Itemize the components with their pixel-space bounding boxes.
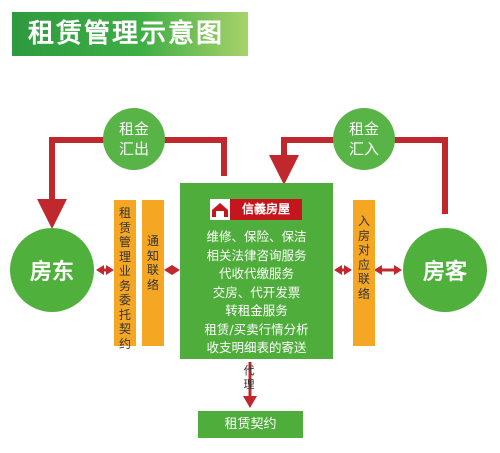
agent-label: 代理: [243, 364, 255, 391]
vertical-char: 通: [146, 234, 159, 248]
brand-logo: 信義房屋: [210, 199, 302, 220]
vertical-char: 契: [118, 322, 131, 336]
contract-box: 租赁契约: [198, 411, 303, 438]
service-item: 交房、代开发票: [212, 284, 301, 300]
contact-bar: 入房对应联络: [353, 200, 375, 346]
vertical-char: 络: [146, 277, 159, 292]
service-item: 转租金服务: [225, 303, 288, 318]
service-list: 维修、保险、保洁 相关法律咨询服务 代收代缴服务 交房、代开发票 转租金服务 租…: [180, 228, 333, 358]
rent-out-label-1: 租金: [118, 120, 149, 138]
vertical-char: 入: [357, 214, 370, 228]
vertical-char: 联: [146, 263, 159, 277]
tenant-label: 房客: [422, 260, 467, 285]
service-item: 维修、保险、保洁: [206, 229, 307, 244]
tenant-node: 房客: [403, 228, 487, 312]
page-title: 租赁管理示意图: [12, 12, 248, 56]
rent-out-circle: 租金 汇出: [103, 108, 165, 170]
mandate-bar: 租赁管理业务委托契约: [114, 200, 136, 351]
house-icon: [210, 199, 230, 220]
vertical-char: 委: [118, 293, 131, 307]
vertical-char: 对: [357, 243, 370, 257]
service-item: 相关法律咨询服务: [206, 247, 307, 263]
vertical-char: 联: [357, 272, 370, 286]
vertical-char: 托: [118, 307, 131, 322]
landlord-node: 房东: [10, 228, 94, 312]
rent-in-label-2: 汇入: [348, 140, 379, 158]
vertical-char: 租: [118, 206, 131, 220]
notify-bar: 通知联络: [142, 200, 164, 346]
vertical-char: 约: [118, 336, 131, 351]
vertical-char: 理: [118, 249, 131, 264]
vertical-char: 房: [357, 228, 370, 243]
service-item: 代收代缴服务: [218, 266, 294, 281]
landlord-label: 房东: [29, 260, 74, 285]
rent-in-label-1: 租金: [348, 120, 379, 138]
vertical-char: 管: [118, 235, 131, 249]
rent-out-label-2: 汇出: [118, 140, 149, 158]
vertical-char: 应: [357, 257, 370, 272]
service-item: 收支明细表的寄送: [206, 340, 307, 355]
vertical-char: 络: [357, 286, 370, 301]
vertical-char: 务: [118, 278, 131, 293]
rent-in-circle: 租金 汇入: [333, 108, 395, 170]
vertical-char: 赁: [118, 220, 131, 235]
vertical-char: 业: [118, 264, 131, 278]
service-item: 租赁/买卖行情分析: [204, 321, 309, 337]
service-box: 信義房屋 维修、保险、保洁 相关法律咨询服务 代收代缴服务 交房、代开发票 转租…: [180, 183, 333, 359]
vertical-char: 知: [146, 248, 159, 263]
brand-name: 信義房屋: [230, 199, 302, 220]
